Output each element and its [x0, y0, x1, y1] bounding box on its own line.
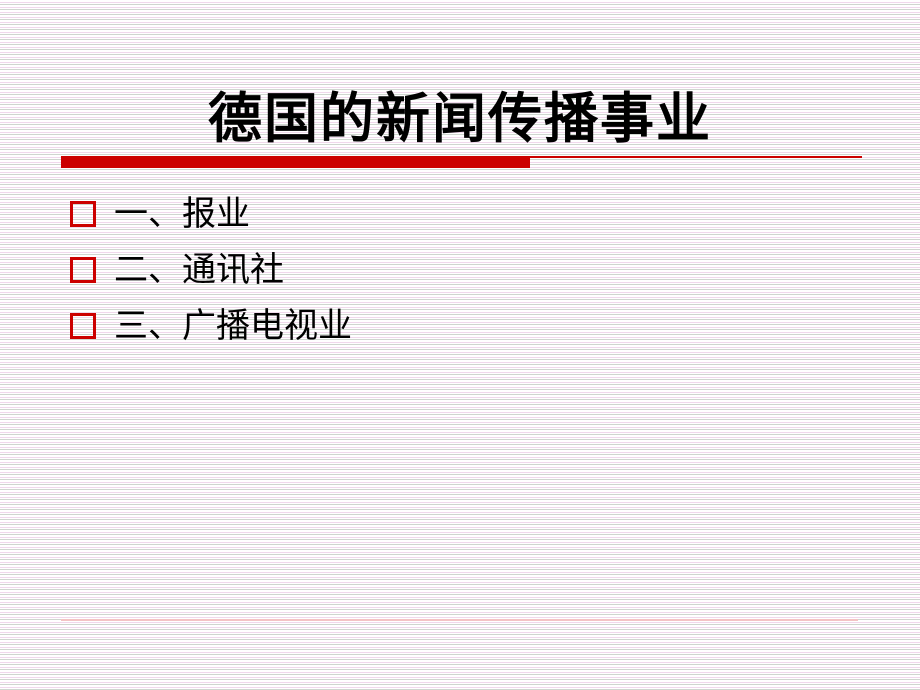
hollow-square-bullet-icon — [70, 201, 96, 227]
bullet-text: 一、报业 — [114, 194, 250, 234]
hollow-square-bullet-icon — [70, 313, 96, 339]
bullet-text: 三、广播电视业 — [114, 306, 352, 346]
slide-title: 德国的新闻传播事业 — [208, 86, 712, 150]
bullet-item: 三、广播电视业 — [70, 298, 352, 354]
bullet-text: 二、通讯社 — [114, 250, 284, 290]
bullet-item: 一、报业 — [70, 186, 352, 242]
hollow-square-bullet-icon — [70, 257, 96, 283]
title-underline-thick — [61, 157, 530, 168]
bullet-item: 二、通讯社 — [70, 242, 352, 298]
bullet-list: 一、报业 二、通讯社 三、广播电视业 — [70, 186, 352, 354]
footer-divider — [61, 619, 858, 621]
